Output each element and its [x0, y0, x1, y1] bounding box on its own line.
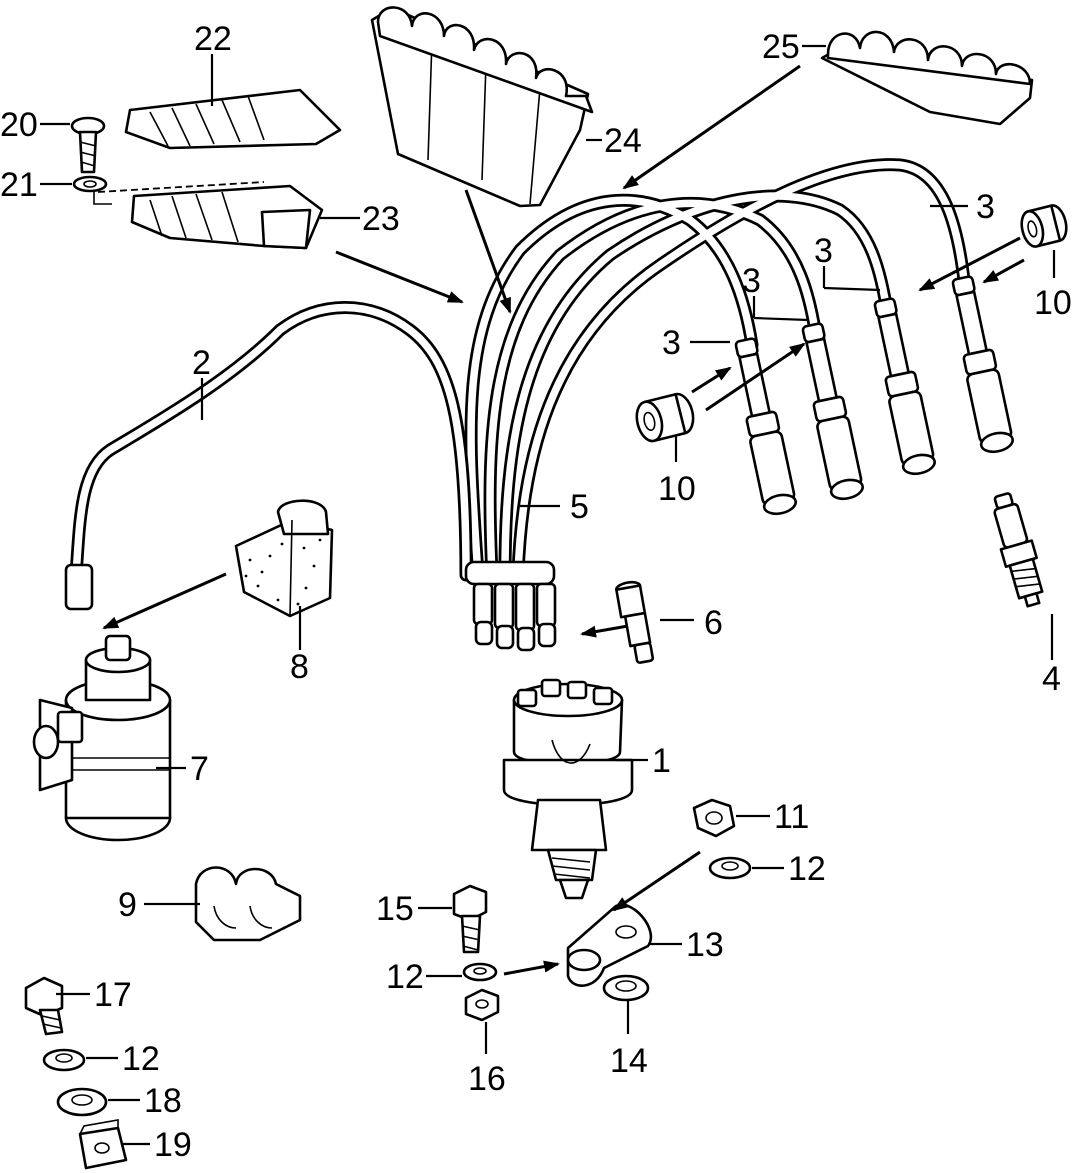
callout-16: 16 — [468, 1060, 506, 1098]
washer-center — [462, 962, 498, 982]
callout-20: 20 — [0, 106, 38, 144]
leader-lines — [40, 44, 1056, 1146]
callout-10-right: 10 — [1034, 284, 1072, 322]
spark-plug — [993, 492, 1044, 608]
callout-12-right: 12 — [788, 850, 826, 888]
callout-12-left: 12 — [122, 1040, 160, 1078]
callout-3-left: 3 — [662, 324, 681, 362]
washer-clamp — [602, 974, 650, 1002]
callout-4: 4 — [1042, 660, 1061, 698]
assembly-arrows — [102, 64, 1025, 976]
callout-21: 21 — [0, 166, 38, 204]
cable-cover-lower — [130, 184, 324, 250]
callout-19: 19 — [154, 1126, 192, 1164]
nut-center — [464, 988, 500, 1022]
callout-3-center: 3 — [742, 262, 761, 300]
callout-15: 15 — [376, 890, 414, 928]
sleeve-right — [1020, 204, 1068, 248]
washer-right — [708, 856, 752, 880]
cable-cover-top — [124, 88, 342, 150]
callout-13: 13 — [686, 926, 724, 964]
cable-clip — [194, 866, 302, 942]
callout-10-left: 10 — [658, 470, 696, 508]
distributor-clamp — [566, 903, 652, 987]
connector-plug — [615, 580, 655, 664]
ignition-coil — [32, 634, 172, 842]
sleeve-left — [635, 392, 695, 443]
callout-14: 14 — [610, 1042, 648, 1080]
callout-3-right: 3 — [814, 232, 833, 270]
bolt-left — [24, 976, 64, 1036]
distributor-cable-terminals — [64, 560, 557, 652]
callout-22: 22 — [194, 20, 232, 58]
screw — [70, 116, 106, 174]
washer-small — [72, 175, 108, 193]
callout-numbers: 22 20 21 23 24 25 3 3 3 3 10 10 2 5 6 4 … — [0, 20, 1072, 1164]
callout-25: 25 — [762, 28, 800, 66]
assembly-dash-line — [97, 181, 265, 193]
spark-plug-connectors — [734, 275, 1014, 516]
callout-18: 18 — [144, 1082, 182, 1120]
nut — [692, 798, 736, 838]
assembly-bracket — [93, 188, 112, 205]
callout-9: 9 — [118, 886, 137, 924]
washer-left — [42, 1048, 86, 1072]
ignition-cable-set — [69, 158, 971, 582]
callout-6: 6 — [704, 604, 723, 642]
cable-holder-flat — [820, 30, 1034, 126]
callout-3-far-right: 3 — [976, 188, 995, 226]
callout-5: 5 — [570, 488, 589, 526]
callout-7: 7 — [190, 750, 209, 788]
callout-17: 17 — [94, 976, 132, 1014]
callout-12-center: 12 — [386, 958, 424, 996]
callout-8: 8 — [290, 648, 309, 686]
callout-23: 23 — [362, 200, 400, 238]
callout-24: 24 — [604, 122, 642, 160]
callout-1: 1 — [652, 742, 671, 780]
clip-nut — [78, 1119, 128, 1170]
suppressor-connector — [234, 499, 334, 618]
callout-11: 11 — [774, 798, 809, 836]
cable-holder-large — [370, 6, 594, 208]
callout-2: 2 — [192, 344, 211, 382]
bolt-center — [452, 884, 488, 954]
distributor — [502, 678, 634, 900]
washer-large — [56, 1087, 108, 1117]
